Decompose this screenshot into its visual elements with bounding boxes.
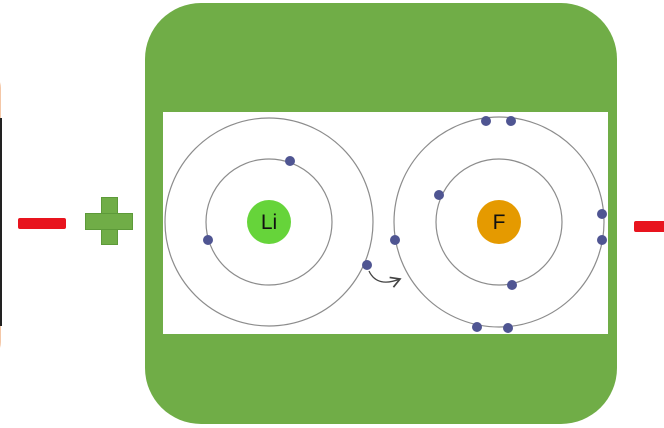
lithium-inner-electron bbox=[203, 235, 213, 245]
left-card-border bbox=[0, 118, 2, 326]
fluorine-valence-electron bbox=[481, 116, 491, 126]
lithium-atom: Li bbox=[164, 117, 374, 327]
curved-arrow-icon bbox=[368, 270, 402, 288]
plus-sign-icon bbox=[85, 197, 133, 245]
atom-diagram-panel: Li F bbox=[163, 112, 608, 334]
lithium-inner-shell bbox=[205, 158, 333, 286]
lithium-inner-electron bbox=[285, 156, 295, 166]
fluorine-valence-electron bbox=[597, 235, 607, 245]
fluorine-outer-shell bbox=[393, 116, 605, 328]
fluorine-symbol: F bbox=[493, 211, 506, 234]
fluorine-nucleus bbox=[477, 200, 521, 244]
fluorine-valence-electron bbox=[597, 209, 607, 219]
fluorine-valence-electron bbox=[503, 323, 513, 333]
lithium-outer-shell bbox=[164, 117, 374, 327]
lithium-nucleus bbox=[247, 200, 291, 244]
atom-diagram: Li F bbox=[164, 116, 607, 333]
fluorine-valence-electron bbox=[506, 116, 516, 126]
fluorine-inner-electron bbox=[434, 190, 444, 200]
lithium-symbol: Li bbox=[261, 211, 277, 234]
fluorine-atom: F bbox=[390, 116, 607, 333]
fluorine-valence-electron bbox=[390, 235, 400, 245]
minus-sign-icon-right bbox=[634, 221, 664, 232]
fluorine-inner-electron bbox=[507, 280, 517, 290]
minus-sign-icon bbox=[18, 218, 66, 229]
fluorine-valence-electron bbox=[472, 322, 482, 332]
fluorine-inner-shell bbox=[435, 158, 563, 286]
lithium-valence-electron bbox=[362, 260, 372, 270]
